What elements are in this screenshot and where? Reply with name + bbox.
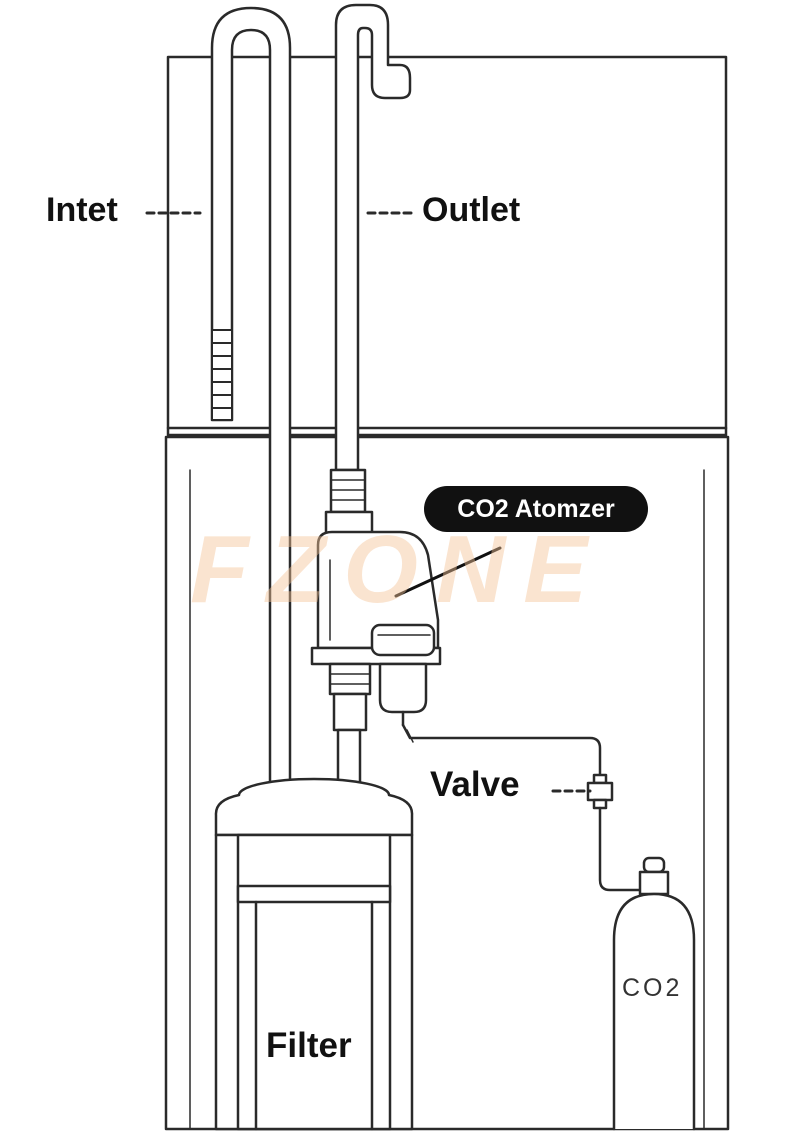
atomizer-pointer-line: [394, 546, 502, 598]
atomizer-label: CO2 Atomzer: [424, 486, 648, 532]
co2-tube-lower: [598, 806, 646, 892]
label-leaders: [145, 211, 592, 793]
co2-tube: [401, 723, 602, 777]
aquarium-tank: [166, 55, 728, 437]
co2-cylinder: [612, 856, 696, 1131]
canister-filter: [214, 777, 414, 1131]
co2-atomizer: [310, 468, 442, 792]
cylinder-label: CO2: [622, 974, 683, 1002]
inlet-label: Intet: [46, 191, 118, 229]
filter-label: Filter: [266, 1026, 352, 1065]
outlet-label: Outlet: [422, 191, 521, 229]
valve-label: Valve: [430, 765, 520, 804]
outlet-pipe: [334, 3, 412, 472]
inlet-strainer: [211, 329, 233, 421]
watermark: FZONE: [190, 516, 606, 623]
